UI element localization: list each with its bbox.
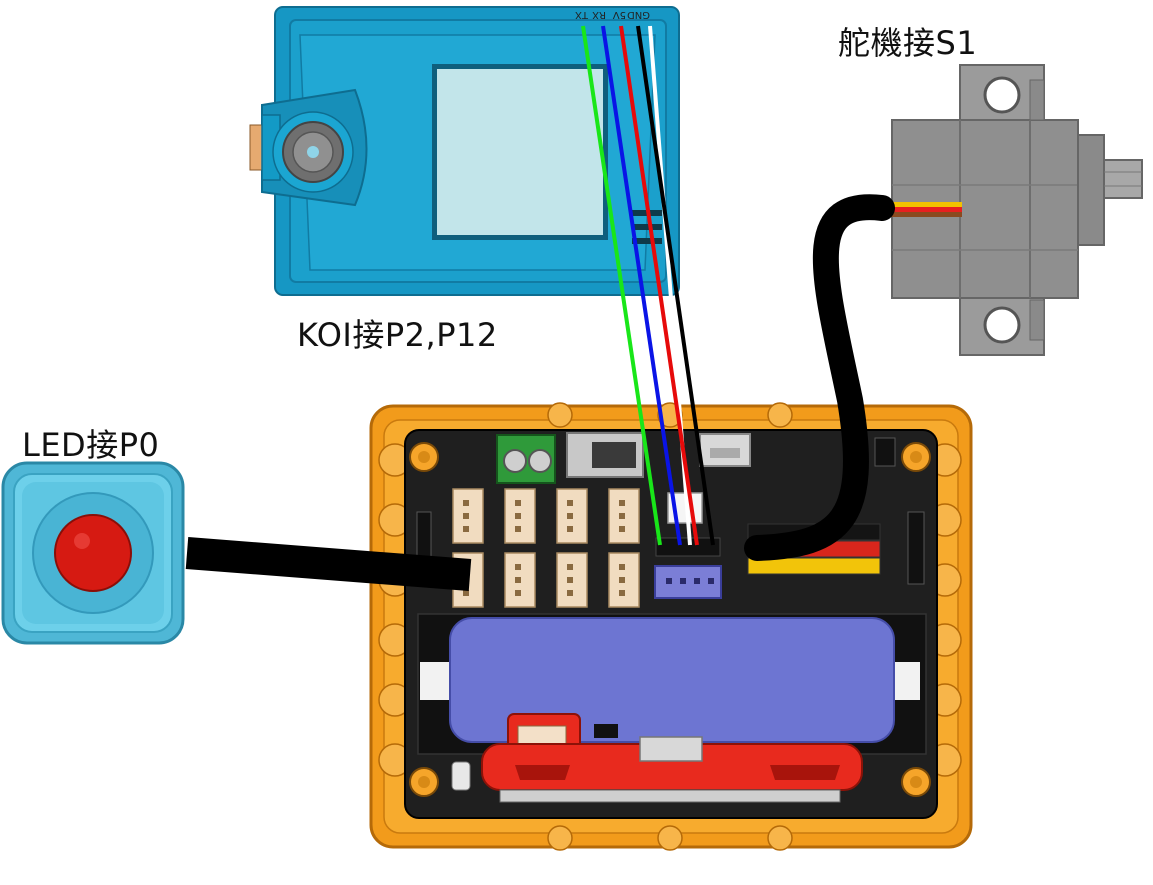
koi-wire-tx (581, 25, 662, 546)
koi-camera (249, 88, 368, 207)
servo-cable (744, 194, 895, 561)
koi-label: KOI接P2,P12 (297, 316, 498, 354)
led-module (1, 461, 185, 645)
koi-wires (581, 25, 715, 546)
koi-module: GND 5V RX TX (249, 6, 680, 296)
koi-wire-rx (601, 25, 682, 546)
led-label: LED接P0 (22, 426, 160, 464)
servo-label: 舵機接S1 (838, 24, 978, 62)
koi-pin-rx: RX (592, 9, 606, 20)
servo-motor (878, 64, 1143, 356)
led-cable (185, 537, 472, 591)
koi-pin-tx: TX (575, 9, 589, 20)
led-dome-icon (54, 514, 132, 592)
koi-wire-gnd (636, 25, 715, 546)
koi-wire-5v (619, 25, 699, 546)
servo-mount-hole (983, 306, 1021, 344)
controller-board (369, 402, 973, 851)
koi-pin-5v: 5V (613, 9, 626, 20)
koi-pin-gnd: GND (627, 9, 650, 20)
servo-mount-hole (983, 76, 1021, 114)
koi-screen (437, 69, 603, 235)
